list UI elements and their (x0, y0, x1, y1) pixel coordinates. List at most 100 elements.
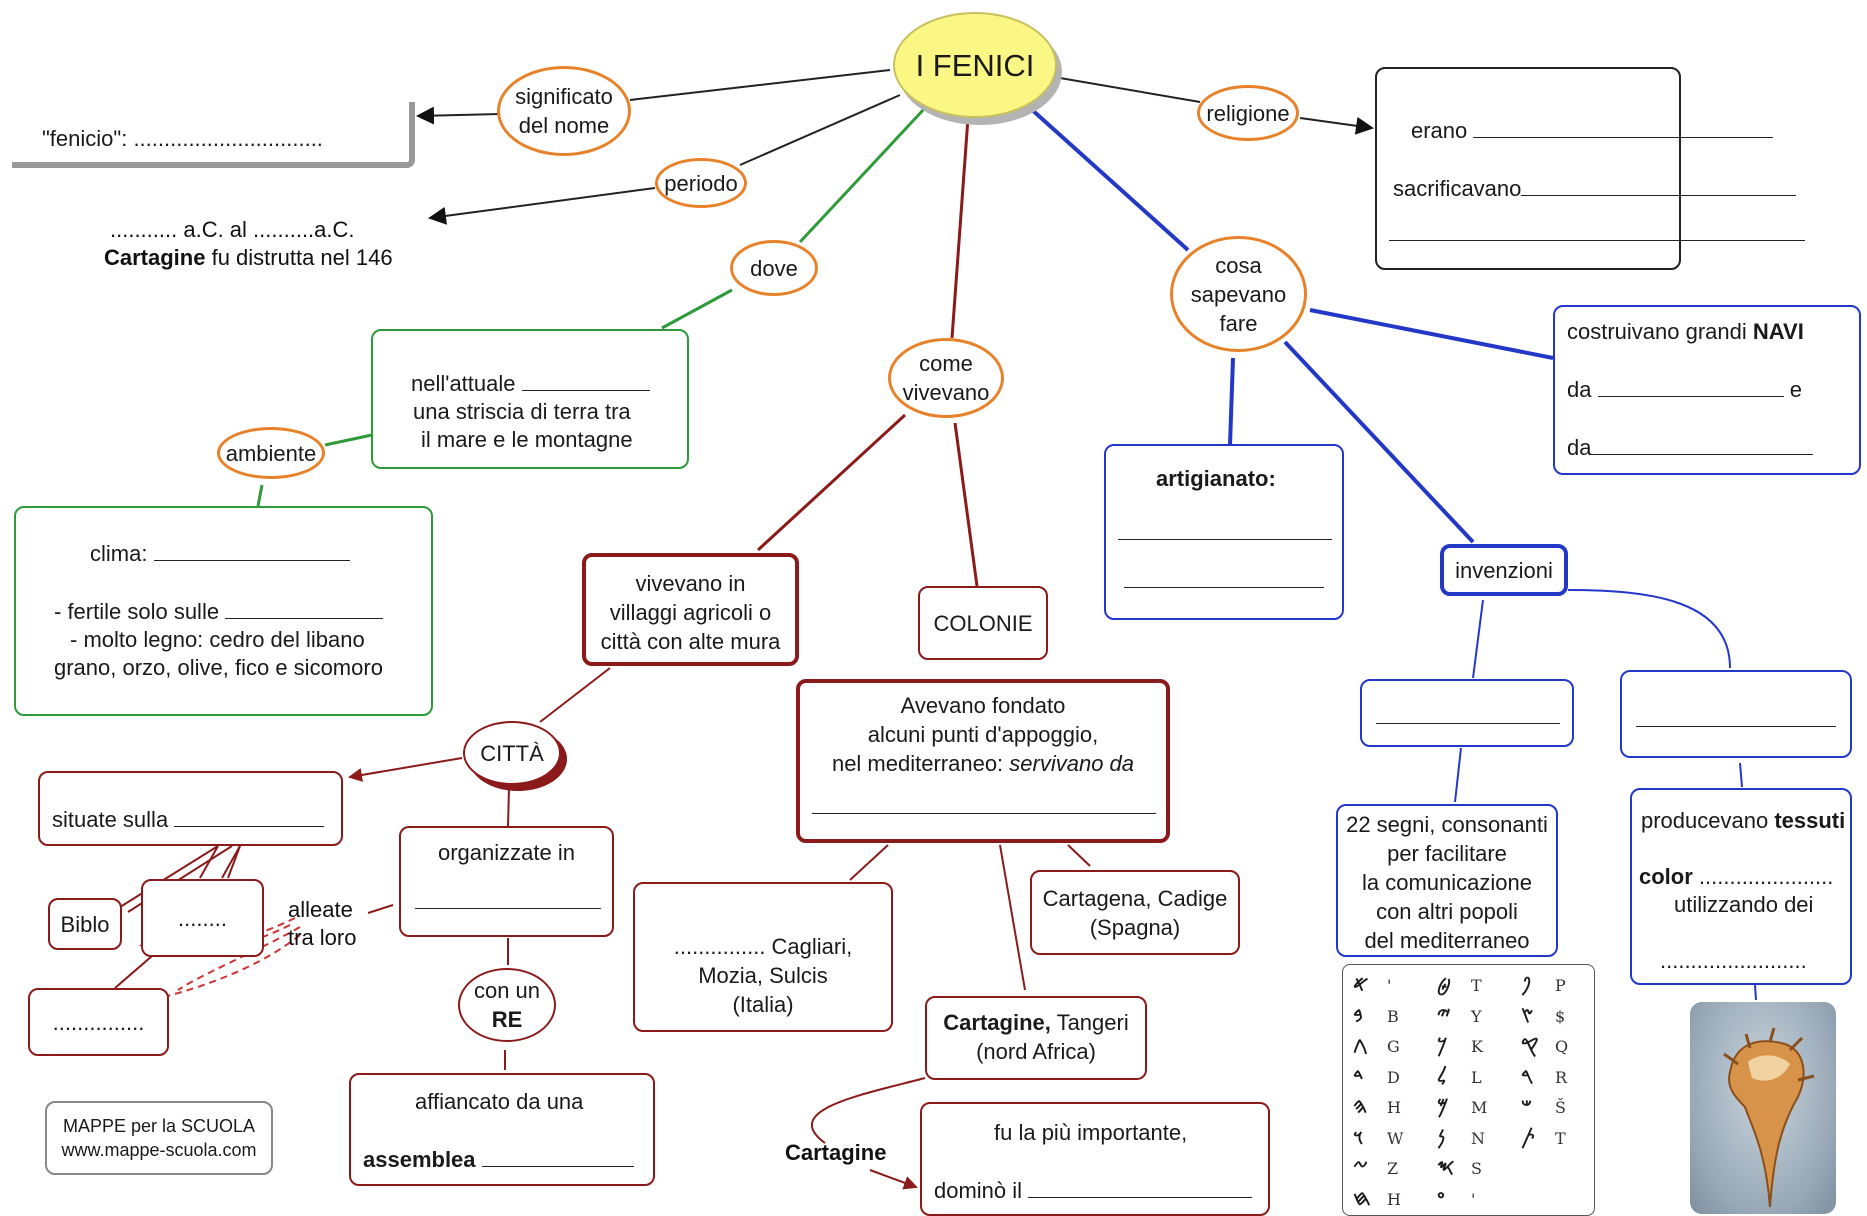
navi-l3: da (1567, 433, 1814, 462)
fenicio-box: "fenicio": .............................… (12, 102, 415, 168)
phoenician-glyph: 𐤁 (1353, 1001, 1363, 1027)
artigianato-title: artigianato: (1156, 464, 1276, 493)
clima-l2: - fertile solo sulle (54, 597, 384, 626)
alphabet-cell: 𐤀' (1353, 969, 1433, 999)
cartagine-label: Cartagine (785, 1138, 886, 1167)
tessuti-l3: utilizzando dei (1674, 892, 1814, 917)
periodo-rest: fu distrutta nel 146 (205, 245, 393, 270)
assemblea-blank (481, 1146, 634, 1167)
footer-badge: MAPPE per la SCUOLA www.mappe-scuola.com (45, 1101, 273, 1175)
phoenician-glyph: 𐤅 (1353, 1123, 1364, 1149)
religione-blank-line (1389, 219, 1805, 248)
spagna-l2: (Spagna) (1089, 915, 1181, 940)
come-node: come vivevano (888, 338, 1004, 418)
latin-letter: ' (1471, 1189, 1476, 1209)
italia-l3: (Italia) (732, 992, 794, 1017)
clima-l2-text: - fertile solo sulle (54, 599, 226, 624)
alleate-l2: tra loro (288, 925, 357, 950)
phoenician-glyph: 𐤔 (1521, 1093, 1532, 1118)
italia-box: ............... Cagliari, Mozia, Sulcis … (633, 882, 893, 1032)
segni-l2: per facilitare (1387, 841, 1507, 866)
clima-l3: - molto legno: cedro del libano (70, 627, 365, 652)
latin-letter: H (1387, 1098, 1401, 1117)
alphabet-cell: 𐤏' (1437, 1183, 1517, 1213)
cosa-l1: cosa (1215, 252, 1262, 278)
footer-l2: www.mappe-scuola.com (61, 1140, 257, 1160)
title-node: I FENICI (893, 12, 1057, 118)
phoenician-glyph: 𐤐 (1521, 971, 1531, 996)
clima-l1: clima: (90, 539, 350, 568)
organizzate-blank (415, 888, 601, 909)
assemblea-l2: assemblea (363, 1145, 634, 1174)
invenzione-blank-1-line (1376, 703, 1560, 724)
latin-letter: H (1387, 1189, 1401, 1209)
tessuti-color: color (1639, 864, 1693, 889)
segni-l1: 22 segni, consonanti (1346, 812, 1548, 837)
fondato-l3a: nel mediterraneo: (831, 751, 1010, 776)
segni-l5: del mediterraneo (1364, 928, 1530, 953)
come-l2: vivevano (902, 380, 990, 405)
phoenician-glyph: 𐤓 (1521, 1062, 1534, 1088)
africa-l1a: Cartagine, (943, 1010, 1051, 1035)
alphabet-cell (1521, 1152, 1594, 1182)
cosa-l3: fare (1219, 310, 1258, 336)
latin-letter: ' (1387, 976, 1392, 995)
dots1-node: ........ (141, 879, 264, 957)
organizzate-box: organizzate in (399, 826, 614, 937)
navi-l2: da e (1567, 375, 1802, 404)
situate-text: situate sulla (52, 807, 175, 832)
fondato-l3: nel mediterraneo: servivano da (800, 749, 1166, 778)
assemblea-bold: assemblea (363, 1147, 476, 1172)
navi-blank2 (1591, 434, 1814, 455)
clima-l4: grano, orzo, olive, fico e sicomoro (54, 655, 383, 680)
phoenician-glyph: 𐤆 (1353, 1154, 1368, 1179)
situate-box: situate sulla (38, 771, 343, 846)
attuale-l2: una striscia di terra tra (413, 399, 631, 424)
shell-icon (1723, 1027, 1815, 1208)
colonie-node: COLONIE (918, 586, 1048, 660)
tessuti-l1a: producevano (1641, 808, 1775, 833)
footer-l1: MAPPE per la SCUOLA (62, 1116, 256, 1136)
periodo-label: periodo (664, 170, 738, 196)
phoenician-glyph: 𐤇 (1353, 1184, 1371, 1210)
tessuti-l2b: ...................... (1692, 864, 1834, 889)
fondato-l1: Avevano fondato (900, 693, 1066, 718)
phoenician-glyph: 𐤎 (1437, 1154, 1455, 1179)
importante-box: fu la più importante, dominò il (920, 1102, 1270, 1216)
situate-line: situate sulla (52, 805, 325, 834)
biblo-node: Biblo (48, 898, 122, 950)
importante-l2-text: dominò il (934, 1178, 1029, 1203)
fondato-l2: alcuni punti d'appoggio, (867, 722, 1099, 747)
latin-letter: T (1471, 976, 1482, 995)
navi-l1a: costruivano grandi (1567, 319, 1753, 344)
erano-line: erano (1411, 116, 1774, 145)
sacrificavano-blank (1521, 175, 1797, 196)
latin-letter: Š (1555, 1098, 1566, 1117)
clima-blank (153, 540, 350, 561)
latin-letter: N (1471, 1128, 1485, 1148)
latin-letter: T (1555, 1128, 1566, 1148)
latin-letter: Z (1387, 1159, 1399, 1178)
dots1-label: ........ (178, 905, 227, 931)
phoenician-glyph: 𐤉 (1437, 1001, 1451, 1027)
invenzioni-label: invenzioni (1455, 557, 1553, 583)
latin-letter: L (1471, 1067, 1482, 1087)
citta-node: CITTÀ (463, 721, 561, 785)
murex-shell-image (1690, 1002, 1836, 1214)
significato-node: significato del nome (497, 66, 631, 156)
situate-blank (174, 806, 325, 827)
segni-l3: la comunicazione (1362, 870, 1532, 895)
fondato-blank (812, 793, 1156, 814)
latin-letter: B (1387, 1006, 1399, 1026)
religione-node: religione (1197, 85, 1299, 141)
africa-l1: Cartagine, Tangeri (927, 1008, 1145, 1037)
ambiente-node: ambiente (217, 427, 325, 479)
